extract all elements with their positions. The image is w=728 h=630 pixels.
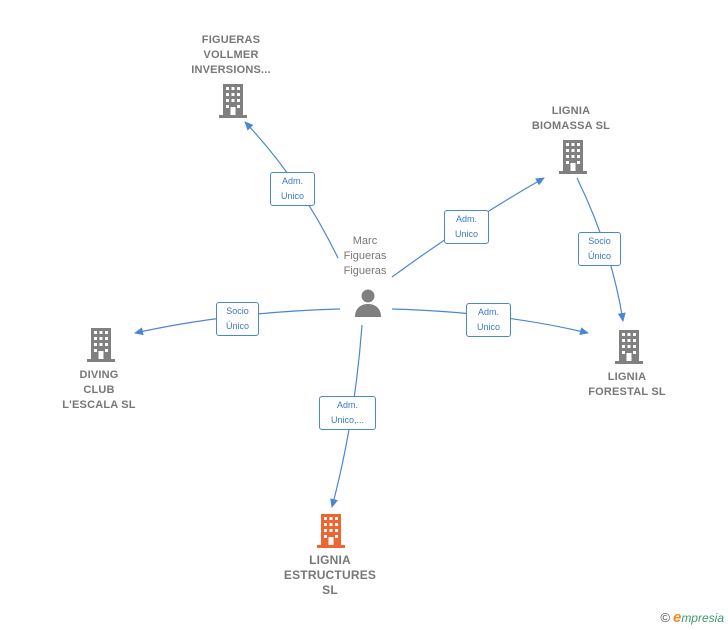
label-line: LIGNIA <box>309 553 351 567</box>
label-line: Unico <box>454 229 478 239</box>
building-icon[interactable] <box>614 330 644 364</box>
label-line: ESTRUCTURES <box>283 568 377 582</box>
label-line: Único <box>225 321 249 331</box>
label-line: FORESTAL SL <box>588 386 666 398</box>
brand-first-letter: e <box>672 609 682 626</box>
company-label-figueras-vollmer[interactable]: FIGUERAS VOLLMER INVERSIONS... <box>181 33 281 78</box>
label-line: Único <box>587 251 611 261</box>
edge-label-lignia-estructures[interactable]: Adm. Unico,... <box>319 396 376 430</box>
company-label-lignia-forestal[interactable]: LIGNIA FORESTAL SL <box>577 370 677 400</box>
building-icon[interactable] <box>86 328 116 362</box>
label-line: L'ESCALA SL <box>62 399 136 411</box>
brand-footer[interactable]: ©empresia <box>660 609 724 626</box>
label-line: LIGNIA <box>607 371 647 383</box>
label-line: Socio <box>588 236 611 246</box>
label-line: Unico <box>280 191 304 201</box>
label-line: FIGUERAS <box>201 34 261 46</box>
company-label-diving-club[interactable]: DIVING CLUB L'ESCALA SL <box>49 368 149 413</box>
label-line: BIOMASSA SL <box>531 120 611 132</box>
label-line: VOLLMER <box>203 49 259 61</box>
label-line: Figueras <box>343 250 387 262</box>
label-line: Marc <box>352 235 378 247</box>
edge-label-lignia-forestal[interactable]: Adm. Unico <box>466 303 511 337</box>
label-line: CLUB <box>83 384 115 396</box>
label-line: Adm. <box>336 400 358 410</box>
brand-name-rest: mpresia <box>681 611 724 625</box>
copyright-symbol: © <box>660 610 670 625</box>
label-line: DIVING <box>79 369 119 381</box>
person-icon[interactable] <box>353 288 383 318</box>
edge-label-diving-club[interactable]: Socio Único <box>216 302 259 336</box>
building-icon[interactable] <box>316 514 346 548</box>
building-icon[interactable] <box>558 140 588 174</box>
company-label-lignia-biomassa[interactable]: LIGNIA BIOMASSA SL <box>521 104 621 134</box>
building-icon[interactable] <box>218 84 248 118</box>
edge-label-lignia-biomassa[interactable]: Adm. Unico <box>444 210 489 244</box>
label-line: INVERSIONS... <box>191 64 271 76</box>
label-line: Unico,... <box>330 415 364 425</box>
label-line: Socio <box>226 306 249 316</box>
label-line: Figueras <box>343 265 387 277</box>
edge-label-figueras-vollmer[interactable]: Adm. Unico <box>270 172 315 206</box>
label-line: Adm. <box>455 214 477 224</box>
label-line: Unico <box>476 322 500 332</box>
label-line: LIGNIA <box>551 105 591 117</box>
label-line: SL <box>322 583 338 597</box>
label-line: Adm. <box>281 176 303 186</box>
company-label-lignia-estructures[interactable]: LIGNIA ESTRUCTURES SL <box>278 553 382 598</box>
person-label[interactable]: Marc Figueras Figueras <box>325 234 405 279</box>
label-line: Adm. <box>477 307 499 317</box>
edge-label-biomassa-forestal[interactable]: Socio Único <box>578 232 621 266</box>
